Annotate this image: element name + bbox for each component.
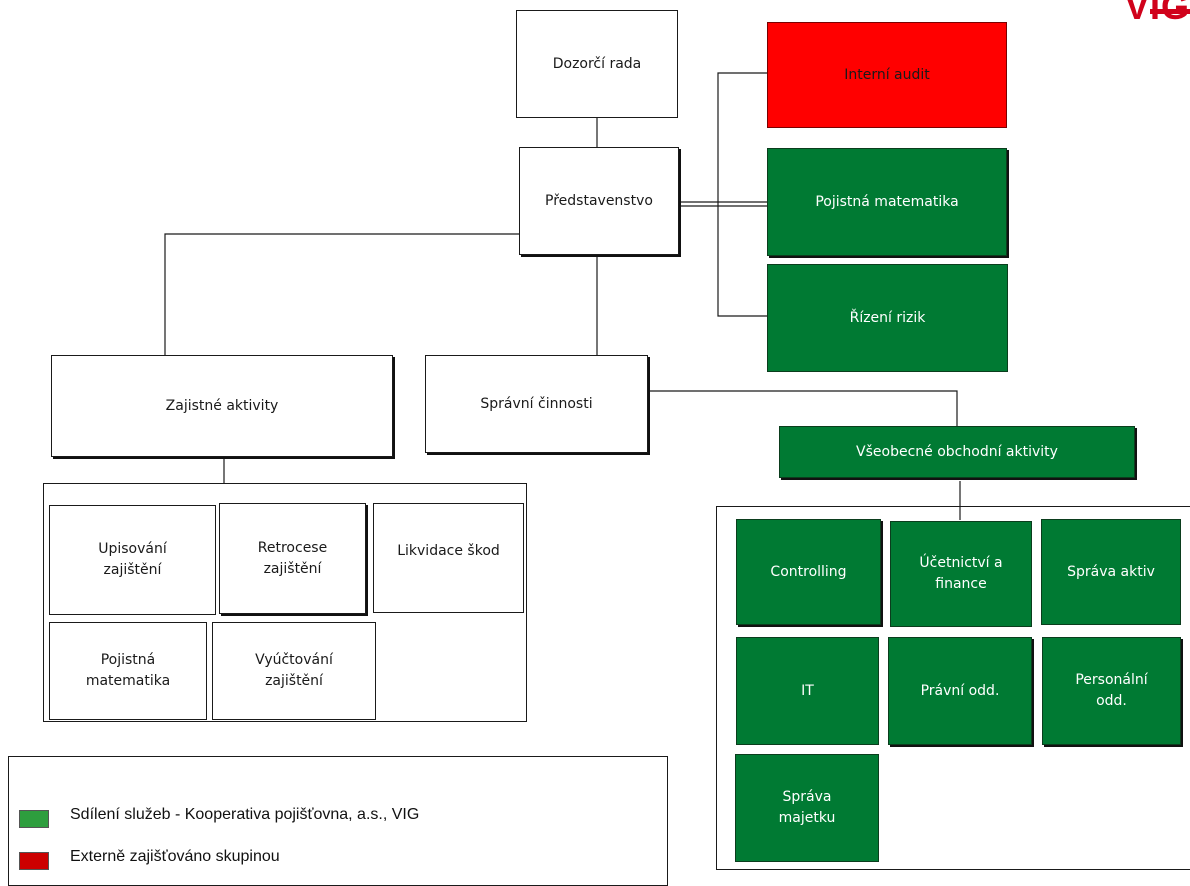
vig-logo: VIG — [1125, 0, 1190, 28]
asset-management-box: Správa aktiv — [1041, 519, 1181, 625]
board-box: Představenstvo — [519, 147, 679, 255]
logo-bar — [1150, 9, 1190, 14]
claims-box: Likvidace škod — [373, 503, 524, 613]
risk-management-box: Řízení rizik — [767, 264, 1008, 372]
reinsurance-activities-box: Zajistné aktivity — [51, 355, 393, 457]
hr-box: Personální odd. — [1042, 637, 1181, 745]
it-box: IT — [736, 637, 879, 745]
accounting-box: Účetnictví a finance — [890, 521, 1032, 627]
settlement-box: Vyúčtování zajištění — [212, 622, 376, 720]
actuarial-top-box: Pojistná matematika — [767, 148, 1007, 256]
reinsurance-group-frame — [43, 483, 527, 722]
property-management-box: Správa majetku — [735, 754, 879, 862]
retrocession-box: Retrocese zajištění — [219, 503, 366, 614]
legal-box: Právní odd. — [888, 637, 1032, 745]
administrative-box: Správní činnosti — [425, 355, 648, 453]
internal-audit-box: Interní audit — [767, 22, 1007, 128]
legend-label-external: Externě zajišťováno skupinou — [70, 848, 280, 865]
supervisory-board-box: Dozorčí rada — [516, 10, 678, 118]
legend-swatch-external — [19, 852, 49, 870]
general-business-box: Všeobecné obchodní aktivity — [779, 426, 1135, 478]
legend-label-shared: Sdílení služeb - Kooperativa pojišťovna,… — [70, 806, 420, 823]
underwriting-box: Upisování zajištění — [49, 505, 216, 615]
actuarial-unit-box: Pojistná matematika — [49, 622, 207, 720]
controlling-box: Controlling — [736, 519, 881, 625]
business-group-frame — [716, 506, 1190, 870]
legend-swatch-shared — [19, 810, 49, 828]
